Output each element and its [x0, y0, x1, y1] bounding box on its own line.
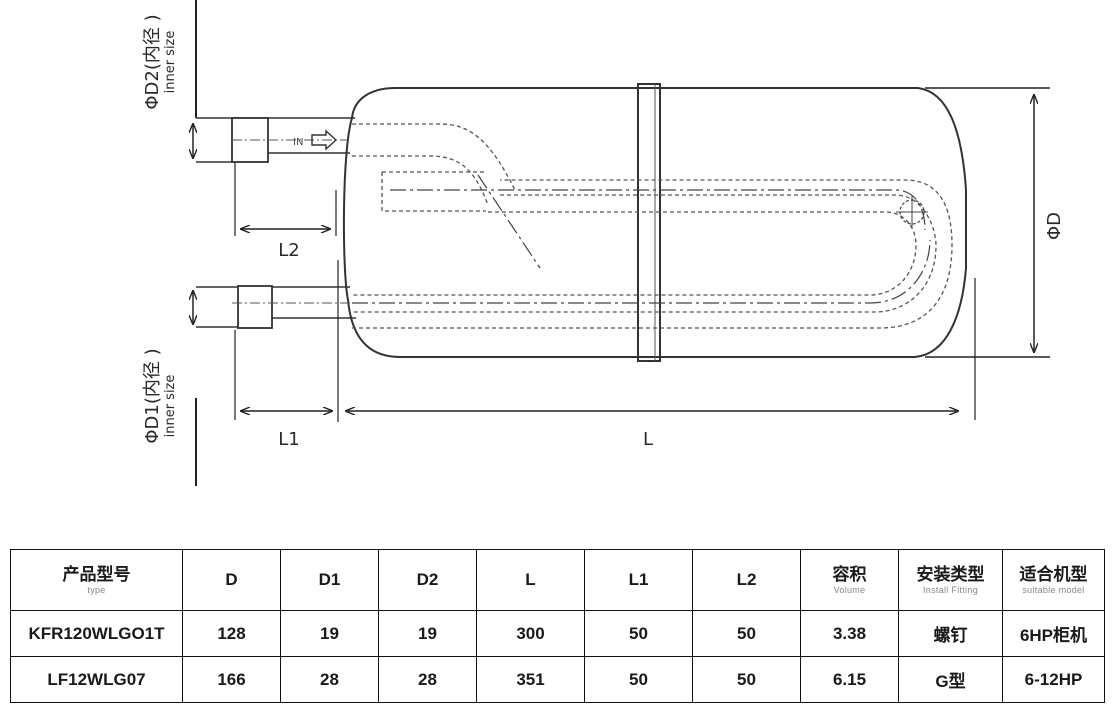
accumulator-diagram: IN L2 L1 L ΦD ΦD2(内径 ) inner size ΦD1(内径: [142, 0, 1065, 486]
table-cell: 28: [280, 656, 379, 703]
table-cell: 128: [182, 610, 281, 657]
clamp-band: [637, 83, 661, 362]
table-cell: 6HP柜机: [1002, 610, 1105, 657]
vessel-body: [342, 87, 967, 358]
label-l: L: [643, 429, 653, 450]
table-row: KFR120WLGO1T 128 19 19 300 50 50 3.38 螺钉…: [10, 610, 1105, 657]
in-mark: IN: [293, 137, 303, 148]
label-l2: L2: [278, 240, 299, 261]
table-cell: 6.15: [800, 656, 899, 703]
table-cell: LF12WLG07: [10, 656, 183, 703]
table-cell: 3.38: [800, 610, 899, 657]
table-cell: 300: [476, 610, 585, 657]
table-cell: 166: [182, 656, 281, 703]
label-d1: ΦD1(内径 ): [142, 348, 163, 443]
outlet-fitting: [237, 285, 273, 329]
table-cell: G型: [898, 656, 1003, 703]
header-l1: L1: [584, 549, 693, 611]
header-l2: L2: [692, 549, 801, 611]
table-cell: 50: [692, 610, 801, 657]
table-cell: 6-12HP: [1002, 656, 1105, 703]
table-cell: 50: [584, 610, 693, 657]
header-d: D: [182, 549, 281, 611]
label-d1-sub: inner size: [163, 375, 178, 438]
label-d2-sub: inner size: [163, 31, 178, 94]
header-d1: D1: [280, 549, 379, 611]
header-l: L: [476, 549, 585, 611]
internal-centerlines: [352, 174, 931, 304]
table-cell: 19: [378, 610, 477, 657]
table-cell: 19: [280, 610, 379, 657]
table-cell: KFR120WLGO1T: [10, 610, 183, 657]
table-cell: 50: [584, 656, 693, 703]
table-cell: 351: [476, 656, 585, 703]
label-d2: ΦD2(内径 ): [142, 14, 163, 109]
table-row: LF12WLG07 166 28 28 351 50 50 6.15 G型 6-…: [10, 656, 1105, 703]
flow-arrow-icon: [311, 129, 338, 151]
label-l1: L1: [278, 429, 299, 450]
table-cell: 28: [378, 656, 477, 703]
table-cell: 螺钉: [898, 610, 1003, 657]
label-big-d: ΦD: [1044, 212, 1065, 240]
header-d2: D2: [378, 549, 477, 611]
internal-u-tube: [352, 123, 953, 329]
table-cell: 50: [692, 656, 801, 703]
